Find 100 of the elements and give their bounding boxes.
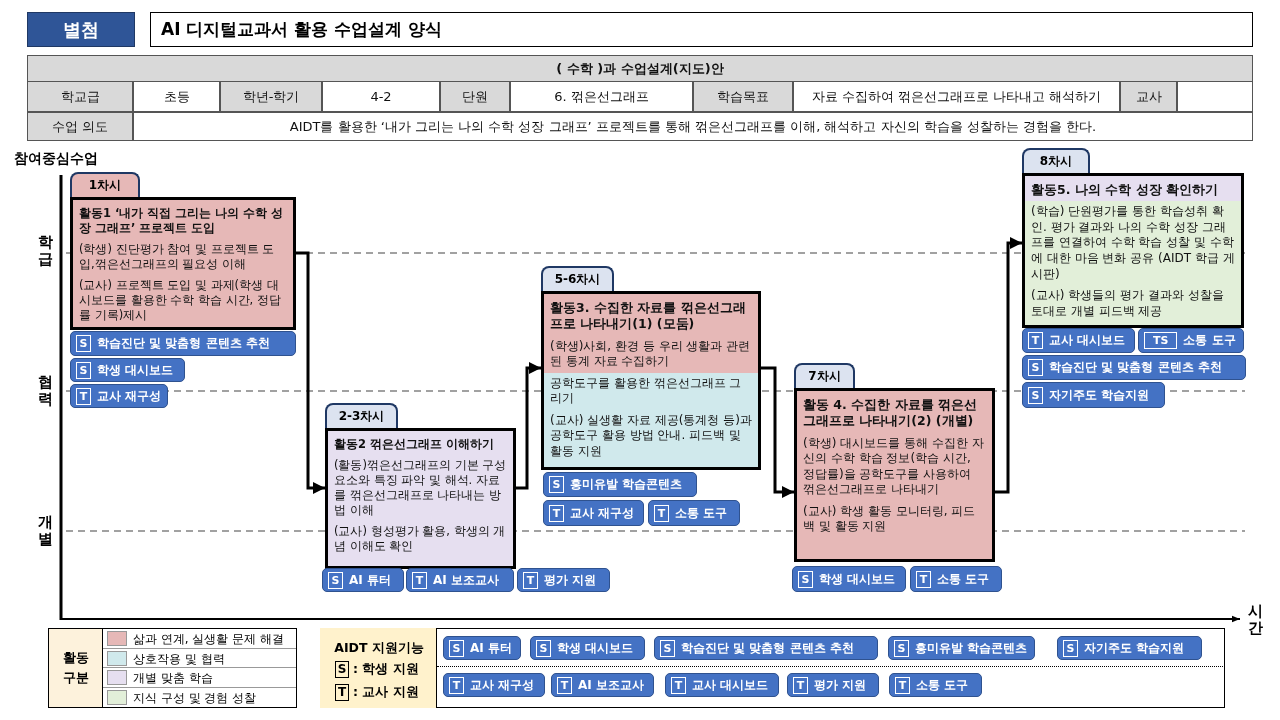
table-cell: 학년-학기 <box>220 81 322 112</box>
card-text: (교사) 실생활 자료 제공(통계청 등)과 공학도구 활용 방법 안내. 피드백 및 활동 지원 <box>544 409 758 467</box>
tool-chip <box>1138 328 1244 353</box>
support-mark: S <box>76 361 91 379</box>
tool-chip <box>551 673 654 697</box>
tool-chip <box>665 673 779 697</box>
support-mark: T <box>654 504 669 522</box>
tool-chip <box>543 500 644 526</box>
support-mark: T <box>76 387 91 405</box>
support-mark: T <box>449 676 464 694</box>
support-mark: S <box>1028 359 1043 376</box>
chip-label: 소통 도구 <box>1183 332 1236 349</box>
chip-label: 자기주도 학습지원 <box>1049 386 1150 404</box>
chip-label: 흥미유발 학습콘텐츠 <box>570 476 683 493</box>
tool-chip <box>787 673 879 697</box>
card-text: (학생) 진단평가 참여 및 프로젝트 도입,꺾은선그래프의 필요성 이해 <box>73 238 293 275</box>
table-cell: 6. 꺾은선그래프 <box>510 81 693 112</box>
tool-chip <box>530 636 645 660</box>
table-cell: 학습목표 <box>693 81 793 112</box>
tool-chip <box>406 568 514 592</box>
chip-label: 교사 대시보드 <box>692 676 769 694</box>
chip-label: 소통 도구 <box>675 504 728 522</box>
support-mark: S <box>894 639 909 657</box>
chip-label: 교사 재구성 <box>97 387 162 405</box>
chip-label: 학습진단 및 맞춤형 콘텐츠 추천 <box>97 335 270 352</box>
card-text: (교사) 학생 활동 모니터링, 피드백 및 활동 지원 <box>797 500 992 559</box>
chip-label: 학생 대시보드 <box>557 639 634 657</box>
tool-chip <box>792 566 906 592</box>
session-tab: 1차시 <box>70 172 140 197</box>
axis-label: 시간 <box>1248 603 1264 639</box>
axis-label: 개별 <box>38 514 54 550</box>
chip-label: 소통 도구 <box>937 570 990 588</box>
axis-label: 협력 <box>38 374 54 410</box>
tool-chip <box>1057 636 1202 660</box>
support-mark: S <box>335 661 349 678</box>
support-mark: S <box>1063 639 1078 657</box>
card-heading: 활동2 꺾은선그래프 이해하기 <box>328 431 513 455</box>
session-tab: 2-3차시 <box>325 403 398 428</box>
chip-label: 평가 지원 <box>814 676 867 694</box>
support-mark: S <box>76 335 91 352</box>
tool-chip <box>70 331 296 356</box>
tool-chip <box>888 636 1035 660</box>
card-text: (교사) 프로젝트 도입 및 과제(학생 대시보드를 활용한 수학 학습 시간, 정답률 기록)제시 <box>73 274 293 327</box>
support-mark: S <box>1028 386 1043 404</box>
tool-chip <box>1022 328 1135 353</box>
support-mark: T <box>557 676 572 694</box>
tool-chip <box>443 673 545 697</box>
support-mark: S <box>660 639 675 657</box>
support-mark: T <box>895 676 910 694</box>
support-mark: S <box>798 570 813 588</box>
table-cell: AIDT를 활용한 ‘내가 그리는 나의 수학 성장 그래프’ 프로젝트를 통해 꺾은선그래프를 이해, 해석하고 자신의 학습을 성찰하는 경험을 한다. <box>133 112 1253 141</box>
legend-text: 지식 구성 및 경험 성찰 <box>133 690 257 708</box>
flow-arrow <box>516 362 541 490</box>
support-mark: T <box>916 570 931 588</box>
tool-chip <box>1022 355 1246 380</box>
card-text: (교사) 형성평가 활용, 학생의 개념 이해도 확인 <box>328 520 513 566</box>
legend-text: 상호작용 및 협력 <box>133 650 225 668</box>
table-cell: 단원 <box>440 81 510 112</box>
flow-arrow <box>296 251 325 494</box>
session-tab: 8차시 <box>1022 148 1090 173</box>
support-mark: S <box>536 639 551 657</box>
tool-chip <box>648 500 740 526</box>
chip-label: 평가 지원 <box>544 571 597 589</box>
chip-label: 교사 대시보드 <box>1049 332 1126 349</box>
table-cell: 4-2 <box>322 81 440 112</box>
card-text: (활동)꺾은선그래프의 기본 구성 요소와 특징 파악 및 해석. 자료를 꺾은선그래프로 나타내는 방법 이해 <box>328 454 513 521</box>
chip-label: AI 튜터 <box>349 571 391 589</box>
tool-chip <box>70 358 185 382</box>
support-mark: T <box>549 504 564 522</box>
support-mark: T <box>793 676 808 694</box>
legend-text: 개별 맞춤 학습 <box>133 670 213 688</box>
tool-chip <box>1022 382 1165 408</box>
legend-text: : 교사 지원 <box>353 684 420 701</box>
tool-chip <box>543 472 697 497</box>
support-mark: T <box>1028 332 1043 349</box>
chip-label: 학생 대시보드 <box>819 570 896 588</box>
session-tab: 7차시 <box>794 363 855 388</box>
table-cell: 자료 수집하여 꺾은선그래프로 나타내고 해석하기 <box>793 81 1120 112</box>
axis-label: 학급 <box>38 234 54 270</box>
chip-label: AI 보조교사 <box>578 676 644 694</box>
flow-arrow <box>761 366 794 498</box>
card-text: (학생)사회, 환경 등 우리 생활과 관련된 통계 자료 수집하기 <box>544 335 758 373</box>
legend-text: : 학생 지원 <box>353 661 420 678</box>
axis-title: 참여중심수업 <box>14 150 98 168</box>
tool-chip <box>517 568 610 592</box>
legend-heading: 활동 구분 <box>48 628 103 708</box>
legend-text: 삶과 연계, 실생활 문제 해결 <box>133 631 285 648</box>
support-mark: S <box>449 639 464 657</box>
support-mark: T <box>671 676 686 694</box>
title: AI 디지털교과서 활용 수업설계 양식 <box>150 12 1253 47</box>
legend-heading: AIDT 지원기능 <box>333 640 425 657</box>
support-mark: S <box>549 476 564 493</box>
table-cell: ( 수학 )과 수업설계(지도)안 <box>27 55 1253 82</box>
table-cell: 초등 <box>133 81 220 112</box>
chip-label: 소통 도구 <box>916 676 969 694</box>
card-heading: 활동3. 수집한 자료를 꺾은선그래프로 나타내기(1) (모둠) <box>544 294 758 336</box>
support-mark: T <box>412 571 427 589</box>
support-mark: T <box>335 684 349 701</box>
chip-label: 학생 대시보드 <box>97 361 174 379</box>
card-text: (학생) 대시보드를 통해 수집한 자신의 수학 학습 정보(학습 시간, 정답률)을 공학도구를 사용하여 꺾은선그래프로 나타내기 <box>797 432 992 501</box>
